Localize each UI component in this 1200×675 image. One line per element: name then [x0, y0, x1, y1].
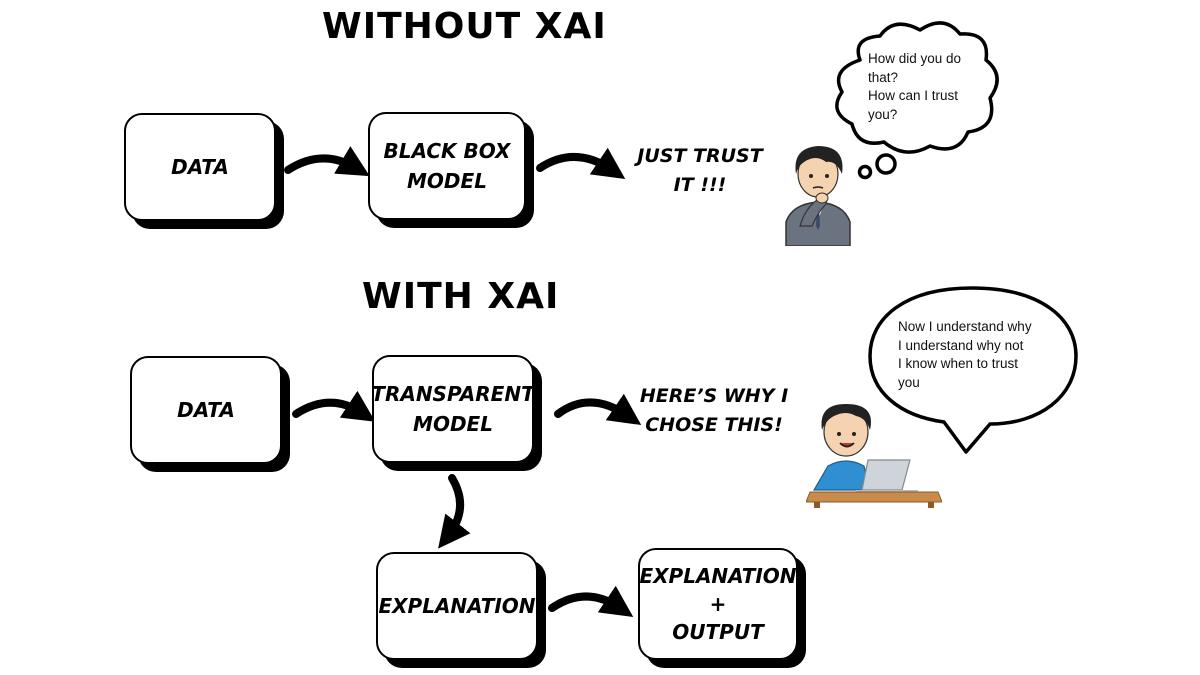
arrow-transparent-to-explanation: [438, 474, 471, 549]
arrow-explanation-to-output: [548, 585, 634, 617]
explanation-box: EXPLANATION: [376, 552, 538, 660]
thought-cloud: [835, 21, 999, 180]
black-box-model-box: BLACK BOX MODEL: [368, 112, 526, 220]
arrow-blackbox-to-trust: [536, 147, 626, 179]
thought-cloud-text: How did you do that? How can I trust you…: [868, 51, 962, 122]
arrow-data-to-transparent: [292, 390, 376, 422]
transparent-model-box: TRANSPARENT MODEL: [371, 355, 535, 463]
arrow-transparent-to-why: [554, 393, 642, 426]
heres-why-label: HERE’S WHY I CHOSE THIS!: [639, 385, 789, 436]
arrow-data-to-blackbox: [284, 146, 370, 177]
just-trust-it-label: JUST TRUST IT !!!: [637, 145, 763, 196]
happy-user-at-laptop-icon: [806, 404, 942, 508]
data-box-bottom: DATA: [130, 356, 282, 464]
speech-bubble: [868, 286, 1078, 454]
speech-bubble-text: Now I understand why I understand why no…: [898, 319, 1032, 390]
with-xai-title: WITH XAI: [362, 276, 560, 317]
thinking-man-icon: [785, 146, 851, 246]
data-box-top: DATA: [124, 113, 276, 221]
without-xai-title: WITHOUT XAI: [322, 6, 607, 47]
explanation-output-box: EXPLANATION + OUTPUT: [638, 548, 798, 660]
